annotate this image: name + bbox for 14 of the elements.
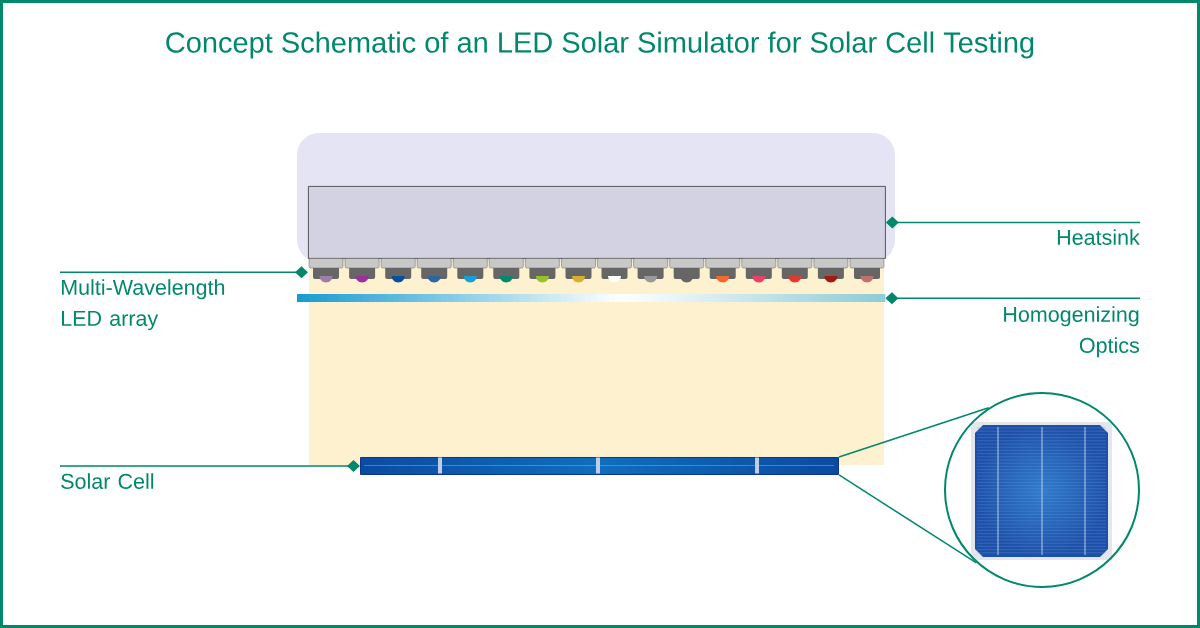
leader-line <box>59 460 360 472</box>
led-array-drawing <box>308 258 885 283</box>
heatsink-box <box>308 186 886 259</box>
zoom-line <box>838 407 990 458</box>
part-label: Multi-Wavelength LED array <box>61 279 225 331</box>
zoom-line <box>838 474 978 564</box>
part-label: Homogenizing Optics <box>1004 306 1140 358</box>
solar-cell-bar <box>360 457 839 475</box>
solar-cell-closeup-drawing <box>944 392 1140 588</box>
part-label: Heatsink <box>1057 229 1140 245</box>
title: Concept Schematic of an LED Solar Simulator for Solar Cell Testing <box>166 31 1034 59</box>
leader-line <box>885 292 1141 305</box>
part-label: Solar Cell <box>61 473 154 489</box>
optics-bar <box>297 294 886 302</box>
